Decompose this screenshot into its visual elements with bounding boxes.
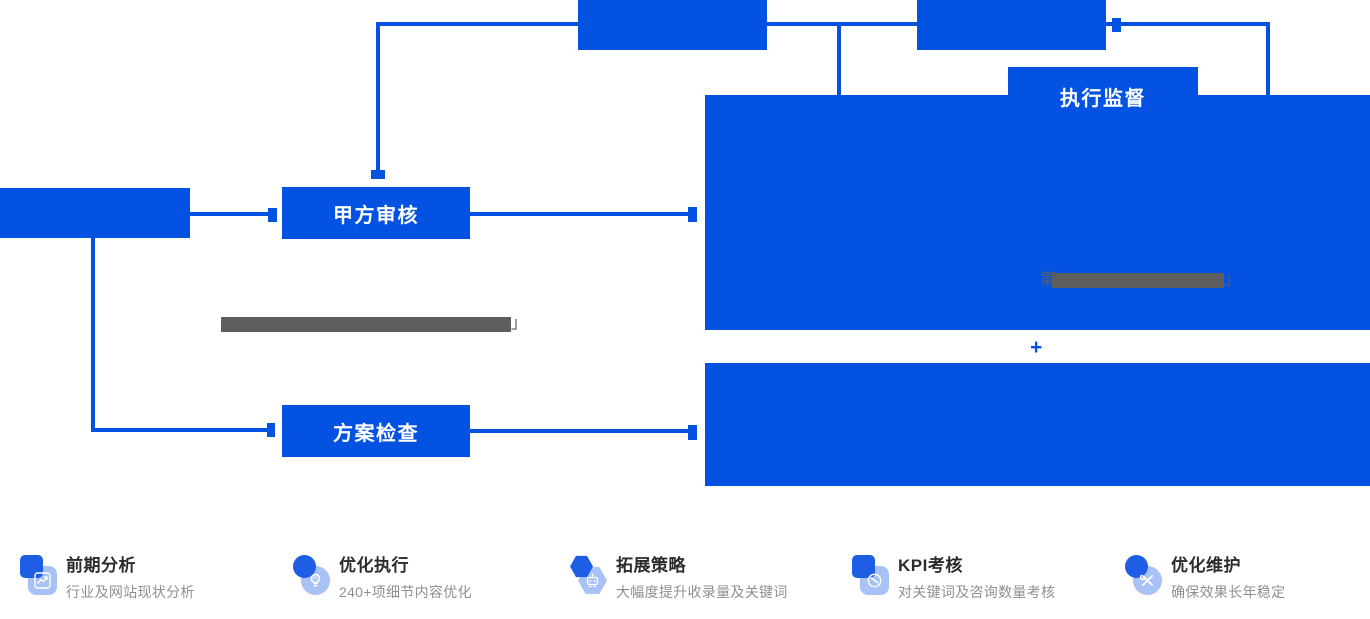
connector-left-of-plan-check (267, 423, 275, 437)
feature-item-execution: 优化执行 240+项细节内容优化 (293, 551, 472, 602)
redacted-text-middle: 」 (221, 315, 527, 333)
feature-desc: 行业及网站现状分析 (66, 584, 195, 600)
flow-box-label: 方案检查 (333, 422, 419, 445)
top-blue-panel (705, 95, 1370, 330)
feature-title: 前期分析 (66, 556, 136, 575)
line-plan-check-to-panel (470, 429, 688, 433)
vertical-line-mid (837, 24, 841, 95)
connector-left-of-bottom-panel (688, 425, 697, 440)
vertical-line-to-review (376, 22, 380, 170)
feature-desc: 确保效果长年稳定 (1171, 584, 1286, 600)
feature-item-kpi: KPI考核 对关键词及咨询数量考核 (852, 551, 1055, 602)
flow-box-label: 执行监督 (1060, 88, 1146, 110)
feature-desc: 对关键词及咨询数量考核 (898, 584, 1056, 600)
feature-title: KPI考核 (898, 556, 963, 575)
feature-item-analysis: 前期分析 行业及网站现状分析 (20, 551, 195, 602)
feature-title: 优化执行 (339, 556, 409, 575)
flow-box-label: 甲方审核 (333, 204, 419, 227)
connector-above-review (371, 170, 385, 179)
feature-item-maintenance: 优化维护 确保效果长年稳定 (1125, 551, 1285, 602)
connector-left-of-review (268, 208, 277, 222)
line-source-to-review (190, 212, 268, 216)
redaction-prefix: 第 (1040, 271, 1057, 288)
connector-left-of-top-panel (688, 207, 697, 222)
bottom-blue-panel (705, 363, 1370, 486)
vertical-line-source-down (91, 237, 95, 432)
flow-box-plan-check: 方案检查 (282, 405, 470, 457)
line-chart-icon (20, 551, 57, 596)
feature-title: 优化维护 (1171, 556, 1241, 575)
plus-sign: + (1030, 336, 1043, 359)
line-down-to-plan-check (91, 428, 267, 432)
top-horizontal-line (376, 22, 1270, 26)
flow-box-review: 甲方审核 (282, 187, 470, 239)
gauge-icon (852, 551, 889, 596)
vertical-line-right (1266, 24, 1270, 95)
flow-box-top-left-cropped (578, 0, 767, 50)
feature-desc: 大幅度提升收录量及关键词 (616, 584, 788, 600)
redaction-suffix: 」 (1224, 271, 1241, 288)
feature-item-strategy: 拓展策略 大幅度提升收录量及关键词 (570, 551, 788, 602)
strategy-robot-icon (570, 551, 607, 596)
feature-desc: 240+项细节内容优化 (339, 584, 472, 600)
line-review-to-panel (470, 212, 688, 216)
redaction-suffix: 」 (511, 315, 528, 332)
connector-right-of-top-box (1112, 18, 1121, 32)
flow-box-top-right-cropped (917, 0, 1106, 50)
redaction-bar (1052, 272, 1225, 288)
redacted-text-panel: 第」 (1040, 271, 1240, 289)
flow-box-source-left (0, 188, 190, 238)
lightbulb-icon (293, 551, 330, 596)
tools-icon (1125, 551, 1162, 596)
flow-box-supervision: 执行监督 (1008, 67, 1198, 122)
redaction-bar (221, 316, 511, 332)
feature-title: 拓展策略 (616, 556, 686, 575)
